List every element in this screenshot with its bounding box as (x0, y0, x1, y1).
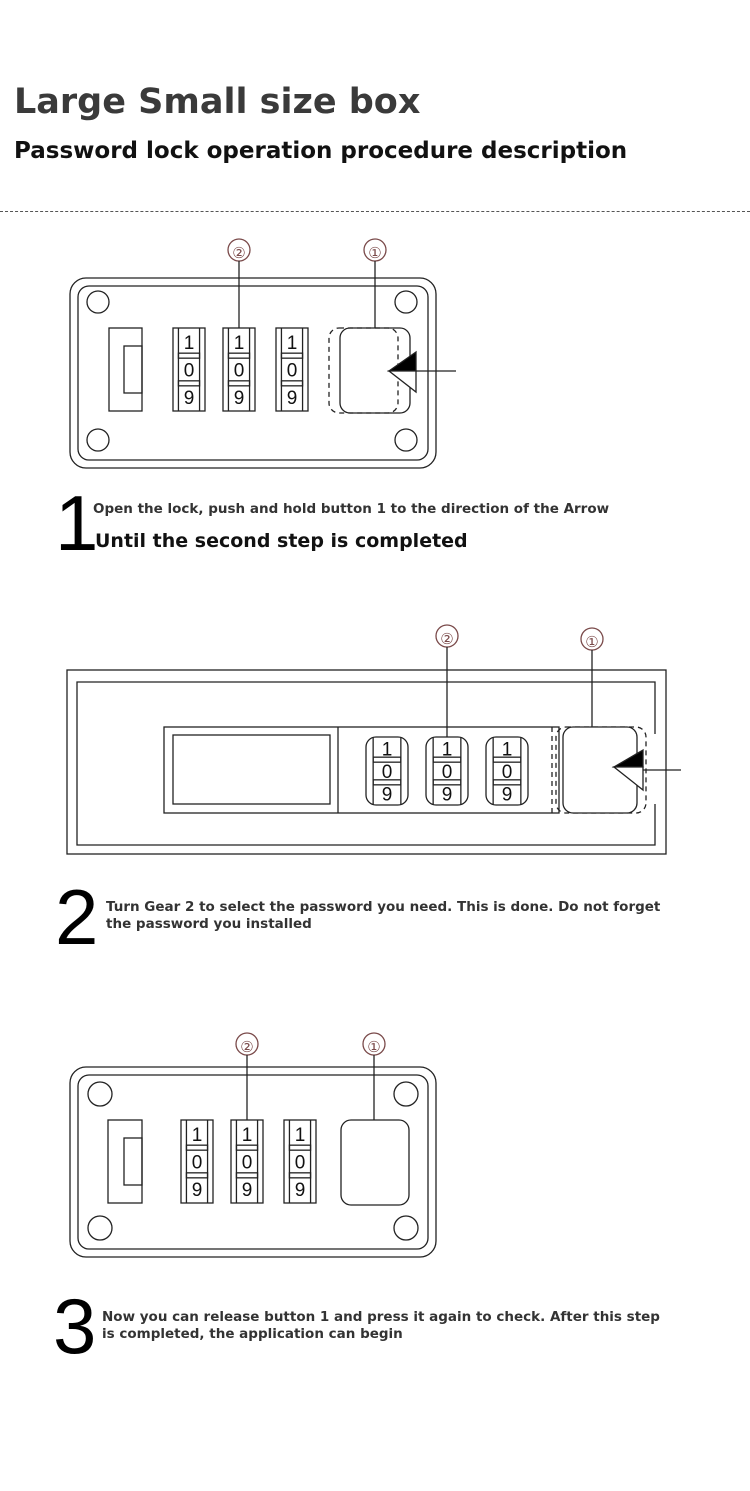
digit-wheel[interactable]: 109 (365, 736, 409, 806)
display-window (172, 734, 331, 805)
step-2-text: Turn Gear 2 to select the password you n… (106, 899, 661, 932)
wheel-digit: 9 (287, 388, 298, 409)
wheel-digit: 0 (287, 361, 298, 382)
wheel-digit: 1 (382, 739, 393, 760)
wheel-digit: 1 (287, 333, 298, 354)
screw-icon (86, 428, 110, 452)
digit-wheel[interactable]: 109 (425, 736, 469, 806)
wheel-digit: 9 (242, 1180, 253, 1201)
callout-gear-2: ② (240, 1038, 253, 1056)
screw-icon (86, 290, 110, 314)
wheel-digit: 0 (502, 762, 513, 783)
callout-gear-2: ② (440, 630, 453, 648)
divider (0, 211, 750, 212)
callout-button-1: ① (585, 633, 598, 651)
wheel-digit: 9 (442, 785, 453, 806)
latch (107, 1119, 143, 1204)
lock-panel (163, 726, 560, 814)
digit-wheel[interactable]: 1 0 9 (283, 1119, 317, 1204)
lock-diagram-step-1: 1 0 9 1 0 9 1 0 9 (69, 238, 456, 469)
callout-button-1: ① (368, 244, 381, 262)
callout-button-1: ① (367, 1038, 380, 1056)
lock-diagram-step-3: 1 0 9 1 0 9 1 0 9 (69, 1032, 437, 1258)
step-number: 1 (55, 479, 99, 567)
wheel-digit: 1 (502, 739, 513, 760)
digit-wheel[interactable]: 1 0 9 (172, 327, 206, 412)
step-1-text: Open the lock, push and hold button 1 to… (93, 501, 610, 517)
screw-icon (87, 1215, 113, 1241)
wheel-digit: 9 (234, 388, 245, 409)
wheel-digit: 9 (382, 785, 393, 806)
arrow-head-icon (386, 350, 417, 372)
wheel-digit: 9 (192, 1180, 203, 1201)
wheel-digit: 1 (442, 739, 453, 760)
wheel-digit: 1 (192, 1125, 203, 1146)
step-number: 3 (53, 1282, 97, 1370)
wheel-digit: 9 (295, 1180, 306, 1201)
step-3-text: Now you can release button 1 and press i… (102, 1309, 660, 1342)
screw-icon (394, 428, 418, 452)
screw-icon (393, 1215, 419, 1241)
digit-wheel[interactable]: 1 0 9 (275, 327, 309, 412)
screw-icon (394, 290, 418, 314)
wheel-digit: 1 (242, 1125, 253, 1146)
digit-wheel[interactable]: 1 0 9 (180, 1119, 214, 1204)
latch (108, 327, 143, 412)
callout-gear-2: ② (232, 244, 245, 262)
digit-wheel[interactable]: 1 0 9 (230, 1119, 264, 1204)
wheel-digit: 9 (502, 785, 513, 806)
wheel-digit: 0 (382, 762, 393, 783)
wheel-digit: 0 (295, 1153, 306, 1174)
screw-icon (87, 1081, 113, 1107)
button-1 (340, 1119, 410, 1206)
wheel-digit: 0 (442, 762, 453, 783)
wheel-digit: 0 (192, 1153, 203, 1174)
wheel-digit: 1 (184, 333, 195, 354)
digit-wheel[interactable]: 109 (485, 736, 529, 806)
wheel-digit: 0 (242, 1153, 253, 1174)
digit-wheel[interactable]: 1 0 9 (222, 327, 256, 412)
page-subtitle: Password lock operation procedure descri… (14, 138, 628, 164)
wheel-digit: 1 (234, 333, 245, 354)
screw-icon (393, 1081, 419, 1107)
page-title: Large Small size box (14, 82, 421, 122)
wheel-digit: 0 (184, 361, 195, 382)
step-number: 2 (55, 873, 99, 961)
wheel-digit: 1 (295, 1125, 306, 1146)
wheel-digit: 9 (184, 388, 195, 409)
wheel-digit: 0 (234, 361, 245, 382)
step-1-note: Until the second step is completed (95, 530, 468, 552)
